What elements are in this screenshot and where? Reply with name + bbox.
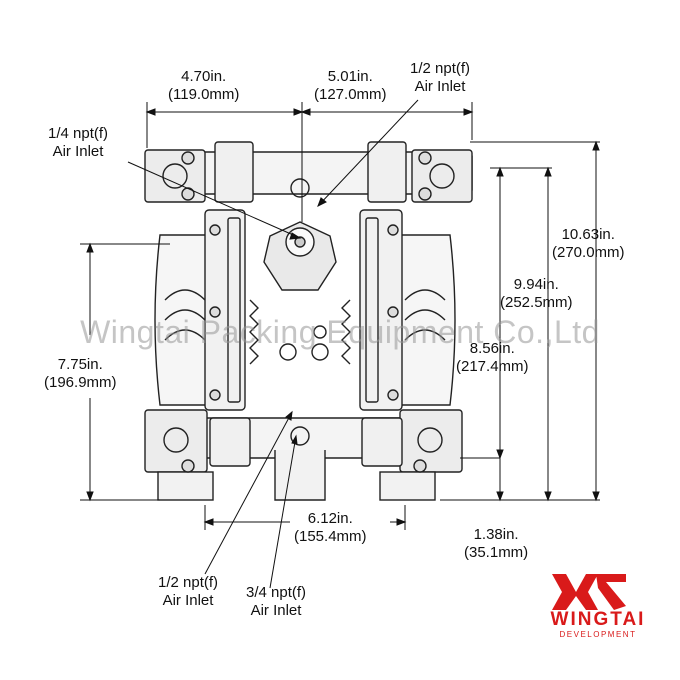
callout-bottom-left-air-inlet: 1/2 npt(f) Air Inlet bbox=[158, 574, 219, 609]
dim-top-right-width: 5.01in. (127.0mm) bbox=[314, 68, 387, 103]
brand-logo: WINGTAI DEVELOPMENT bbox=[528, 610, 668, 640]
pump-body bbox=[144, 141, 473, 501]
dim-mid-height: 8.56in. (217.4mm) bbox=[456, 340, 529, 375]
dim-left-height: 7.75in. (196.9mm) bbox=[44, 356, 117, 391]
callout-bottom-right-air-inlet: 3/4 npt(f) Air Inlet bbox=[246, 584, 307, 619]
dimension-lines bbox=[80, 99, 600, 589]
brand-tagline: DEVELOPMENT bbox=[559, 630, 637, 639]
wingtai-logo-mark bbox=[552, 574, 626, 610]
dim-overall-height: 10.63in. (270.0mm) bbox=[552, 226, 625, 261]
dim-top-left-width: 4.70in. (119.0mm) bbox=[168, 68, 240, 103]
brand-name: WINGTAI bbox=[550, 609, 646, 630]
callout-top-air-inlet: 1/2 npt(f) Air Inlet bbox=[410, 60, 471, 95]
callout-left-air-inlet: 1/4 npt(f) Air Inlet bbox=[48, 125, 109, 160]
dim-outlet-height: 9.94in. (252.5mm) bbox=[500, 276, 573, 311]
dim-base-width: 6.12in. (155.4mm) bbox=[294, 510, 367, 545]
watermark-text: Wingtai Packing Equipment Co.,Ltd bbox=[80, 314, 600, 350]
dim-base-height: 1.38in. (35.1mm) bbox=[464, 526, 529, 561]
